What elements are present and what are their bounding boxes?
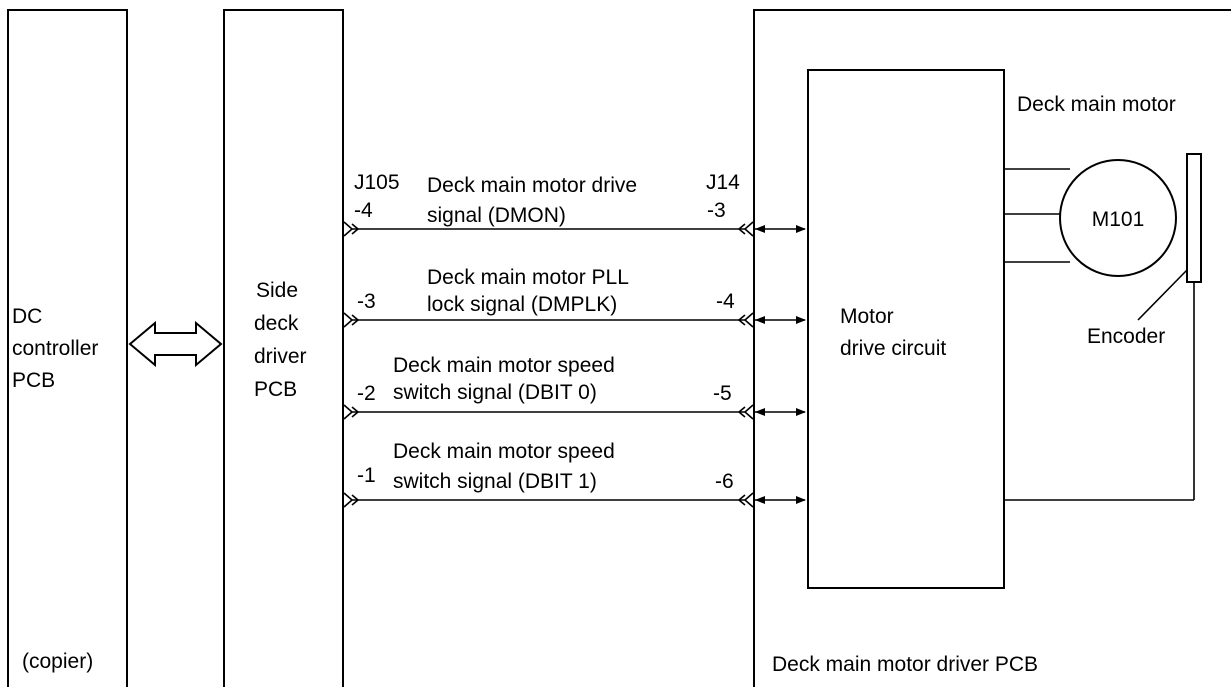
driver-right-arrow-icon-4 [796,496,806,504]
bus-double-arrow-icon [128,320,223,368]
j14-pin-label-1: -3 [707,199,726,222]
encoder-leader-line [1137,269,1188,321]
side-deck-label-line1: Side [256,279,298,302]
signal-name-line1-2: Deck main motor PLL [427,266,629,289]
signal-name-line2-2: lock signal (DMPLK) [427,293,617,316]
j14-pin-label-4: -6 [715,470,734,493]
side-deck-label-line4: PCB [254,378,297,401]
signal-name-line1-3: Deck main motor speed [393,354,615,377]
j105-arrowhead-icon-2 [351,314,360,326]
driver-left-arrow-icon-4 [755,496,765,504]
deck-main-motor-assembly: Deck main motor M101 Encoder [1004,93,1202,501]
driver-left-arrow-icon-1 [755,225,765,233]
signal-name-line1-1: Deck main motor drive [427,174,637,197]
signal-name-line2-1: signal (DMON) [427,204,566,227]
driver-right-arrow-icon-2 [796,316,806,324]
dc-controller-label-line2: controller [12,337,98,360]
signal-name-line2-3: switch signal (DBIT 0) [393,381,597,404]
driver-left-arrow-icon-2 [755,316,765,324]
j14-chevron-icon-1 [743,221,754,237]
j14-arrowhead-icon-1 [737,223,746,235]
motor-drive-label-line1: Motor [840,305,894,328]
j14-pin-label-3: -5 [713,382,732,405]
encoder-label: Encoder [1087,325,1165,348]
j14-pin-label-2: -4 [716,290,735,313]
motor-drive-label-line2: drive circuit [840,337,946,360]
encoder-bar-icon [1186,153,1202,283]
j14-arrowhead-icon-4 [737,494,746,506]
driver-pcb-label: Deck main motor driver PCB [772,653,1038,676]
j105-chevron-icon-3 [343,404,354,420]
signal-name-line2-4: switch signal (DBIT 1) [393,470,597,493]
dc-controller-outline [7,9,128,687]
side-deck-driver-pcb-block: Side deck driver PCB [223,9,344,687]
j105-chevron-icon-2 [343,312,354,328]
side-deck-label-line2: deck [254,312,299,335]
j14-chevron-icon-2 [743,312,754,328]
j14-arrowhead-icon-3 [737,406,746,418]
driver-left-arrow-icon-3 [755,408,765,416]
motor-circle-icon [1059,159,1177,277]
motor-id-label: M101 [1092,208,1145,231]
j14-chevron-icon-4 [743,492,754,508]
signal-name-line1-4: Deck main motor speed [393,440,615,463]
signal-lines: -4 -3 Deck main motor drive signal (DMON) -3… [343,174,806,508]
j105-pin-label-4: -1 [357,464,376,487]
dc-controller-pcb-block: DC controller PCB (copier) [7,9,128,687]
driver-right-arrow-icon-3 [796,408,806,416]
dc-controller-label-line3: PCB [12,369,55,392]
j105-pin-label-3: -2 [357,382,376,405]
deck-main-motor-label: Deck main motor [1017,93,1176,116]
connector-j14-label: J14 [706,171,740,194]
j105-pin-label-1: -4 [354,199,373,222]
side-deck-label-line3: driver [254,345,307,368]
driver-right-arrow-icon-1 [796,225,806,233]
j105-arrowhead-icon-1 [351,223,360,235]
connector-j105-label: J105 [354,171,400,194]
j14-arrowhead-icon-2 [737,314,746,326]
motor-drive-circuit-block: Motor drive circuit [807,69,1005,589]
j105-chevron-icon-1 [343,221,354,237]
j105-arrowhead-icon-3 [351,406,360,418]
copier-label: (copier) [22,650,93,673]
j14-chevron-icon-3 [743,404,754,420]
j105-arrowhead-icon-4 [351,494,360,506]
motor-drive-circuit-outline [807,69,1005,589]
side-deck-driver-outline [223,9,344,687]
dc-controller-label-line1: DC [12,305,42,328]
j105-pin-label-2: -3 [357,290,376,313]
j105-chevron-icon-4 [343,492,354,508]
